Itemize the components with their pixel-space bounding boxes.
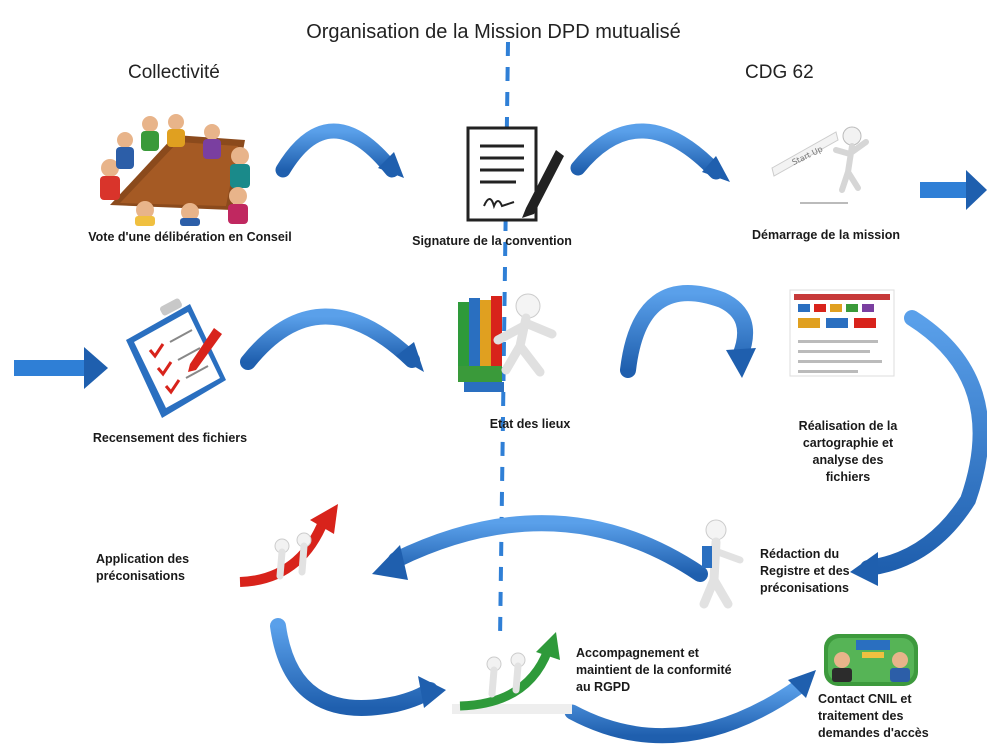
- arrow-vote-to-signature: [275, 123, 404, 178]
- growth-green-arrow-icon: [452, 632, 572, 714]
- checklist-clipboard-icon: [126, 298, 226, 418]
- column-header-collectivite: Collectivité: [128, 62, 220, 83]
- arrow-application-to-accompagnement: [270, 618, 446, 716]
- arrow-recensement-to-etat: [240, 308, 424, 372]
- cnil-contact-icon: [824, 634, 918, 686]
- step-application-label: Application des préconisations: [96, 552, 190, 583]
- arrow-cartographie-to-redaction: [850, 310, 987, 586]
- arrow-signature-to-demarrage: [570, 123, 730, 182]
- step-vote-label: Vote d'une délibération en Conseil: [88, 230, 292, 244]
- step-redaction-label: Rédaction du Registre et des préconisati…: [760, 547, 850, 595]
- step-etat-label: Etat des lieux: [489, 417, 571, 431]
- diagram-title: Organisation de la Mission DPD mutualisé: [306, 21, 681, 44]
- step-signature-label: Signature de la convention: [412, 234, 572, 248]
- arrow-continue-right: [920, 170, 987, 210]
- mapping-chart-icon: [789, 289, 895, 377]
- arrow-enter-left: [14, 347, 108, 389]
- startup-figure-icon: Start Up: [771, 126, 869, 204]
- column-header-cdg62: CDG 62: [745, 62, 814, 83]
- figure-writing-icon: [699, 519, 744, 609]
- meeting-table-icon: [100, 114, 250, 226]
- step-demarrage-label: Démarrage de la mission: [752, 228, 900, 242]
- arrow-redaction-to-application: [372, 515, 708, 582]
- arrow-accompagnement-to-contact: [564, 670, 816, 744]
- binders-figure-icon: [458, 293, 557, 392]
- step-recensement-label: Recensement des fichiers: [92, 431, 248, 445]
- step-accompagnement-label: Accompagnement et maintient de la confor…: [576, 646, 732, 694]
- step-cartographie-label: Réalisation de la cartographie et analys…: [798, 419, 898, 484]
- growth-red-arrow-icon: [239, 504, 338, 587]
- signed-document-icon: [466, 126, 564, 222]
- step-contact-label: Contact CNIL et traitement des demandes …: [818, 692, 929, 740]
- arrow-etat-to-cartographie: [620, 285, 756, 378]
